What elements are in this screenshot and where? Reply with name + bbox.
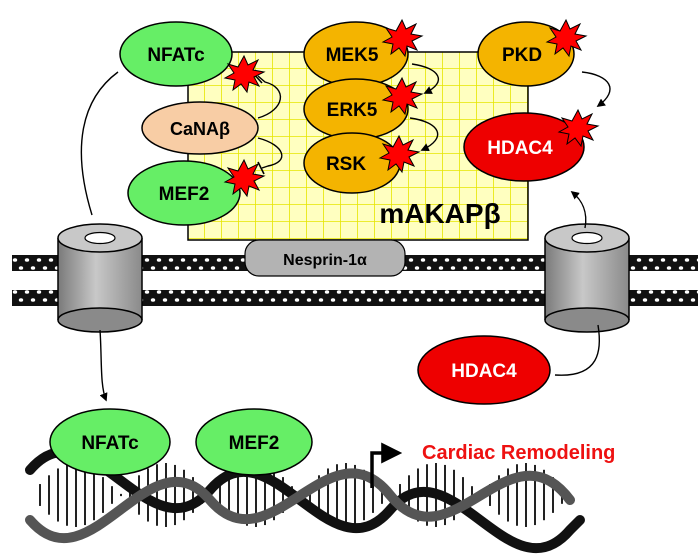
protein-nfatc: NFATc xyxy=(119,21,233,87)
dna-helix-icon xyxy=(25,447,585,553)
channel-cylinder-icon xyxy=(57,223,143,333)
nesprin-label: Nesprin-1α xyxy=(283,252,367,269)
phosphorylation-star-icon xyxy=(381,18,424,58)
cardiac-remodeling-label: Cardiac Remodeling xyxy=(422,442,615,464)
nfatc-exit-curve xyxy=(80,71,119,216)
protein-erk5: ERK5 xyxy=(303,78,409,140)
svg-text:MEK5: MEK5 xyxy=(326,45,379,66)
protein-rsk: RSK xyxy=(303,132,401,194)
mek5-to-erk5-arrow xyxy=(411,63,439,94)
protein-hdac4-top: HDAC4 xyxy=(463,112,585,182)
svg-text:RSK: RSK xyxy=(326,154,366,175)
phosphorylation-star-icon xyxy=(545,18,588,58)
pkd-to-hdac4-arrow xyxy=(581,71,611,107)
protein-mef2: MEF2 xyxy=(127,160,241,226)
svg-text:MEF2: MEF2 xyxy=(229,433,280,454)
svg-text:NFATc: NFATc xyxy=(147,45,205,66)
phosphorylation-star-icon xyxy=(378,134,421,174)
nfatc-to-dna-arrow xyxy=(99,329,108,402)
svg-text:PKD: PKD xyxy=(502,45,542,66)
hdac4-export-arrow xyxy=(570,190,587,229)
protein-mek5: MEK5 xyxy=(303,21,409,87)
cana-to-nfatc-inhibition xyxy=(257,75,282,119)
protein-hdac4-bottom: HDAC4 xyxy=(417,335,551,405)
phosphorylation-star-icon xyxy=(557,108,600,148)
protein-pkd: PKD xyxy=(477,21,575,87)
phosphorylation-star-icon xyxy=(223,158,266,198)
protein-nfatc-dna: NFATc xyxy=(49,408,171,476)
phosphorylation-star-icon xyxy=(223,54,266,94)
phosphorylation-star-icon xyxy=(381,76,424,116)
channel-cylinder-icon xyxy=(544,223,630,333)
svg-text:CaNAβ: CaNAβ xyxy=(170,119,230,139)
protein-mef2-dna: MEF2 xyxy=(195,408,313,476)
cana-to-mef2-inhibition xyxy=(257,137,283,169)
nesprin-anchor xyxy=(244,239,406,277)
svg-text:HDAC4: HDAC4 xyxy=(451,361,517,382)
svg-text:HDAC4: HDAC4 xyxy=(487,138,553,159)
protein-cana: CaNAβ xyxy=(141,101,259,155)
transcription-start-arrow-icon xyxy=(370,442,403,488)
svg-text:NFATc: NFATc xyxy=(81,433,139,454)
makap-label: mAKAPβ xyxy=(379,198,500,229)
hdac4-export-curve xyxy=(554,324,601,376)
erk5-to-rsk-arrow xyxy=(409,117,439,151)
svg-text:ERK5: ERK5 xyxy=(327,100,378,121)
membrane-lower xyxy=(12,290,698,306)
svg-text:MEF2: MEF2 xyxy=(159,184,210,205)
